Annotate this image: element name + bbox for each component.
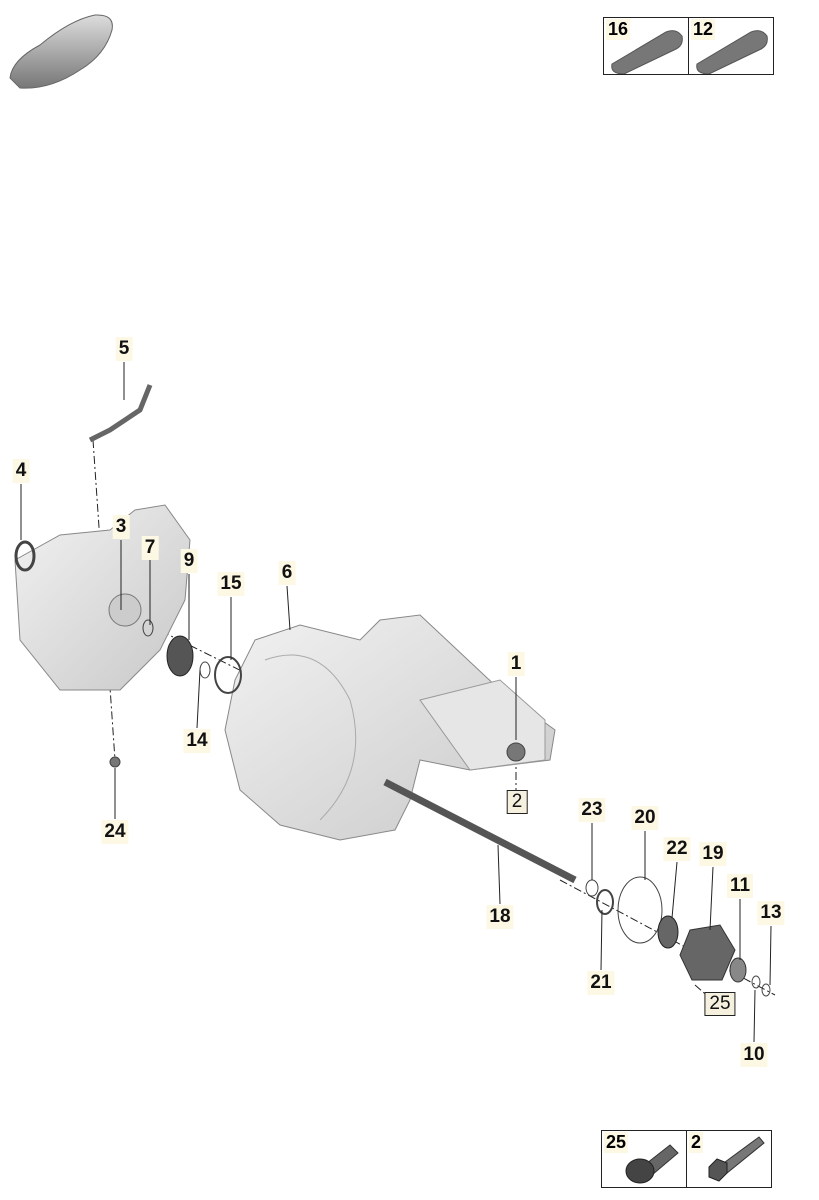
callout-24[interactable]: 24 xyxy=(101,820,129,844)
callout-6[interactable]: 6 xyxy=(278,561,296,585)
bolt-kit-box: 25 2 xyxy=(601,1130,772,1188)
sealant-kit-box: 16 12 xyxy=(603,17,774,75)
vehicle-silhouette-icon xyxy=(9,14,113,89)
callout-18[interactable]: 18 xyxy=(486,905,514,929)
shaft-18 xyxy=(383,778,577,884)
callout-2[interactable]: 2 xyxy=(506,790,528,814)
callout-23[interactable]: 23 xyxy=(578,798,606,822)
kit-item-sealant-12[interactable]: 12 xyxy=(688,18,773,74)
callout-5[interactable]: 5 xyxy=(115,337,133,361)
callout-3[interactable]: 3 xyxy=(112,515,130,539)
kit-item-number: 12 xyxy=(691,19,716,40)
callout-11[interactable]: 11 xyxy=(726,874,754,898)
sealant-tube-icon xyxy=(611,30,683,74)
callout-19[interactable]: 19 xyxy=(699,842,727,866)
front-cover xyxy=(14,504,191,691)
callout-4[interactable]: 4 xyxy=(12,459,30,483)
seals-rings xyxy=(14,540,771,997)
callout-1[interactable]: 1 xyxy=(507,652,525,676)
sealant-tube-icon xyxy=(696,30,768,74)
kit-item-sealant-16[interactable]: 16 xyxy=(604,18,688,74)
kit-item-bolt-2[interactable]: 2 xyxy=(686,1131,771,1187)
callout-10[interactable]: 10 xyxy=(740,1043,768,1067)
leader-lines xyxy=(20,362,772,1043)
kit-item-bolt-25[interactable]: 25 xyxy=(602,1131,686,1187)
hex-bolt-icon xyxy=(708,1136,765,1182)
callout-22[interactable]: 22 xyxy=(663,837,691,861)
callout-13[interactable]: 13 xyxy=(757,901,785,925)
main-housing xyxy=(224,614,556,841)
kit-item-number: 2 xyxy=(689,1132,704,1153)
flange-bolt-icon xyxy=(625,1144,679,1184)
kit-item-number: 25 xyxy=(604,1132,629,1153)
callout-21[interactable]: 21 xyxy=(587,971,615,995)
kit-item-number: 16 xyxy=(606,19,631,40)
callout-9[interactable]: 9 xyxy=(180,549,198,573)
callout-7[interactable]: 7 xyxy=(141,536,159,560)
pipe-5 xyxy=(88,384,153,443)
callout-15[interactable]: 15 xyxy=(217,572,245,596)
callout-14[interactable]: 14 xyxy=(183,729,211,753)
callout-20[interactable]: 20 xyxy=(631,806,659,830)
callout-25[interactable]: 25 xyxy=(704,992,736,1016)
